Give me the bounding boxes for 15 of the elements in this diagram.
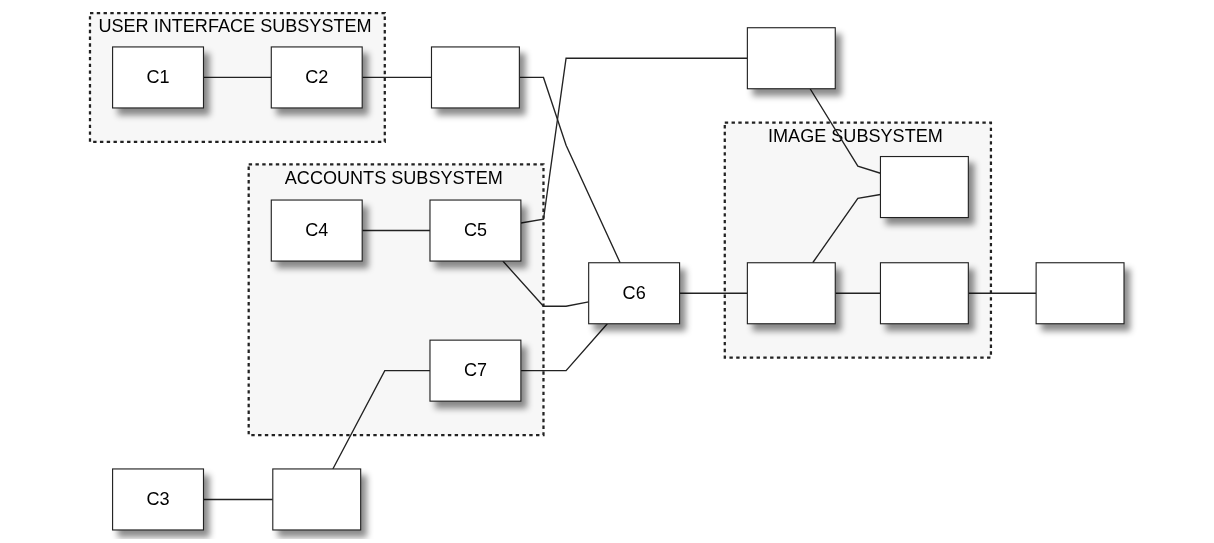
node-box: C2 (270, 46, 363, 109)
node-box (430, 46, 520, 109)
node-box: C7 (429, 339, 522, 402)
node-box (879, 155, 969, 219)
node-box (272, 468, 362, 531)
node-box: C6 (588, 262, 681, 325)
node-box: C5 (429, 199, 522, 262)
node-box (1035, 262, 1125, 325)
node-box: C1 (112, 46, 205, 109)
node-box (879, 262, 969, 325)
node-box: C4 (270, 199, 363, 262)
connector (520, 323, 608, 372)
node-box (746, 27, 836, 90)
node-box (746, 262, 836, 325)
node-box: C3 (112, 468, 205, 531)
